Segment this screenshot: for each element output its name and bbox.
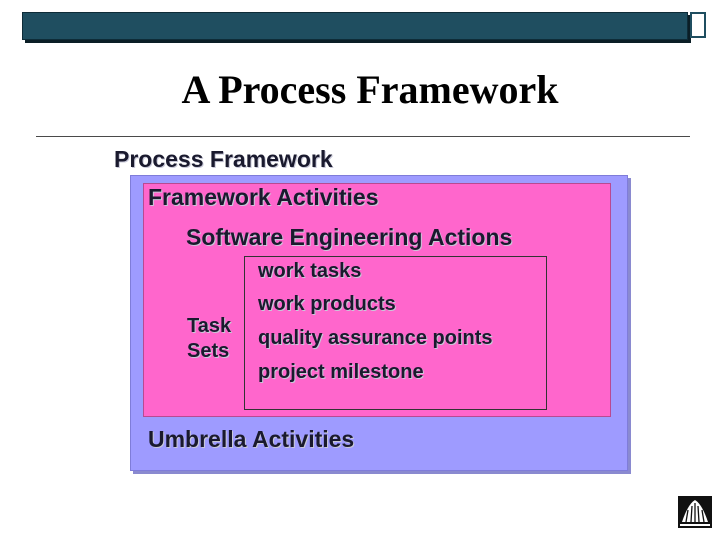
task-item: work products [258, 293, 396, 315]
publisher-logo-icon [678, 496, 712, 528]
framework-activities-box [143, 183, 611, 417]
umbrella-activities-label: Umbrella Activities [148, 426, 355, 452]
slide-title: A Process Framework [181, 67, 559, 112]
task-item: project milestone [258, 361, 424, 383]
task-sets-label: Task Sets [187, 315, 232, 362]
task-item: work tasks [258, 260, 362, 282]
process-framework-label: Process Framework [114, 146, 333, 172]
task-set-box [244, 256, 547, 410]
framework-activities-label: Framework Activities [148, 184, 379, 210]
title-divider [36, 136, 690, 137]
header-bar [22, 12, 688, 40]
task-item: quality assurance points [258, 327, 493, 349]
se-actions-label: Software Engineering Actions [186, 224, 513, 250]
header-square [690, 12, 706, 38]
